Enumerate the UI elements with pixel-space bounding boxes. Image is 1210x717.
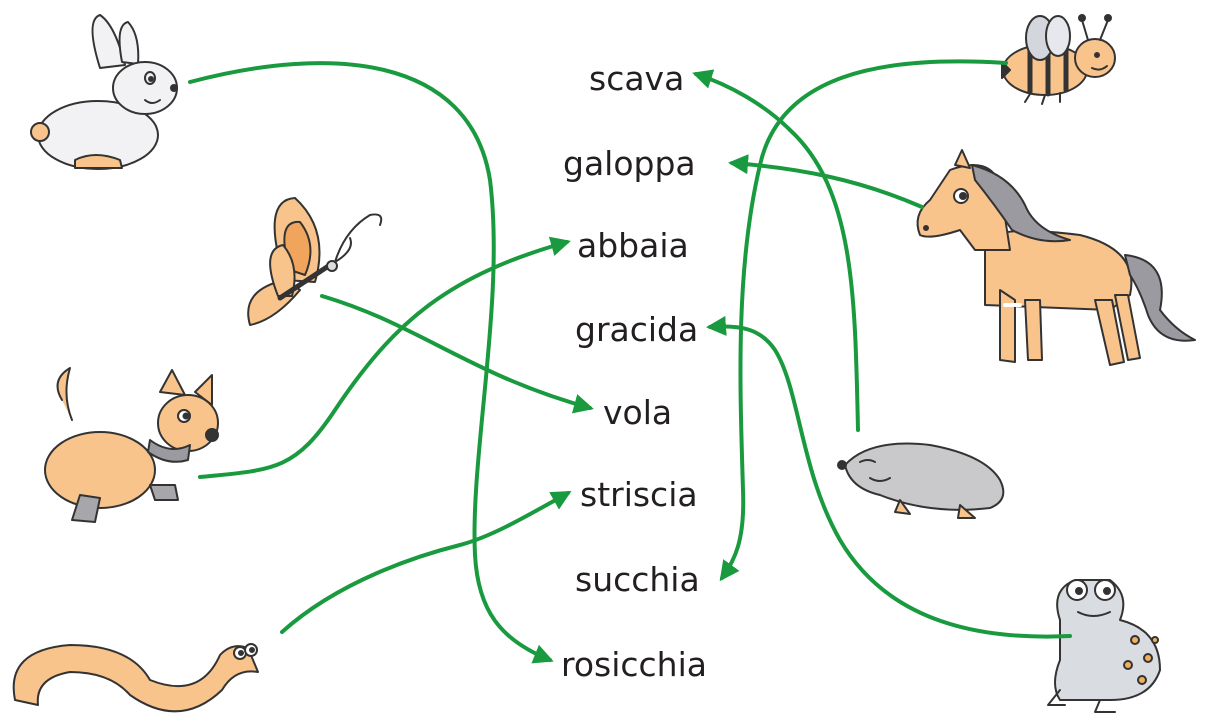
mole-picture — [838, 444, 1003, 518]
verb-striscia: striscia — [580, 478, 698, 511]
rabbit-picture — [31, 15, 177, 169]
dog-to-abbaia-arrow — [200, 242, 567, 477]
verb-abbaia: abbaia — [577, 229, 689, 262]
snake-picture — [14, 644, 258, 711]
butterfly-to-vola-arrow — [322, 296, 590, 408]
butterfly-picture — [248, 198, 381, 325]
verb-rosicchia: rosicchia — [561, 648, 707, 681]
bee-picture — [1002, 15, 1115, 104]
frog-picture — [1048, 580, 1160, 712]
verb-scava: scava — [589, 62, 684, 95]
snake-to-striscia-arrow — [282, 493, 568, 632]
horse-picture — [918, 150, 1195, 365]
verb-galoppa: galoppa — [563, 147, 696, 180]
dog-picture — [45, 368, 218, 522]
verb-gracida: gracida — [575, 313, 698, 346]
verb-vola: vola — [603, 396, 672, 429]
verb-succhia: succhia — [575, 563, 700, 596]
